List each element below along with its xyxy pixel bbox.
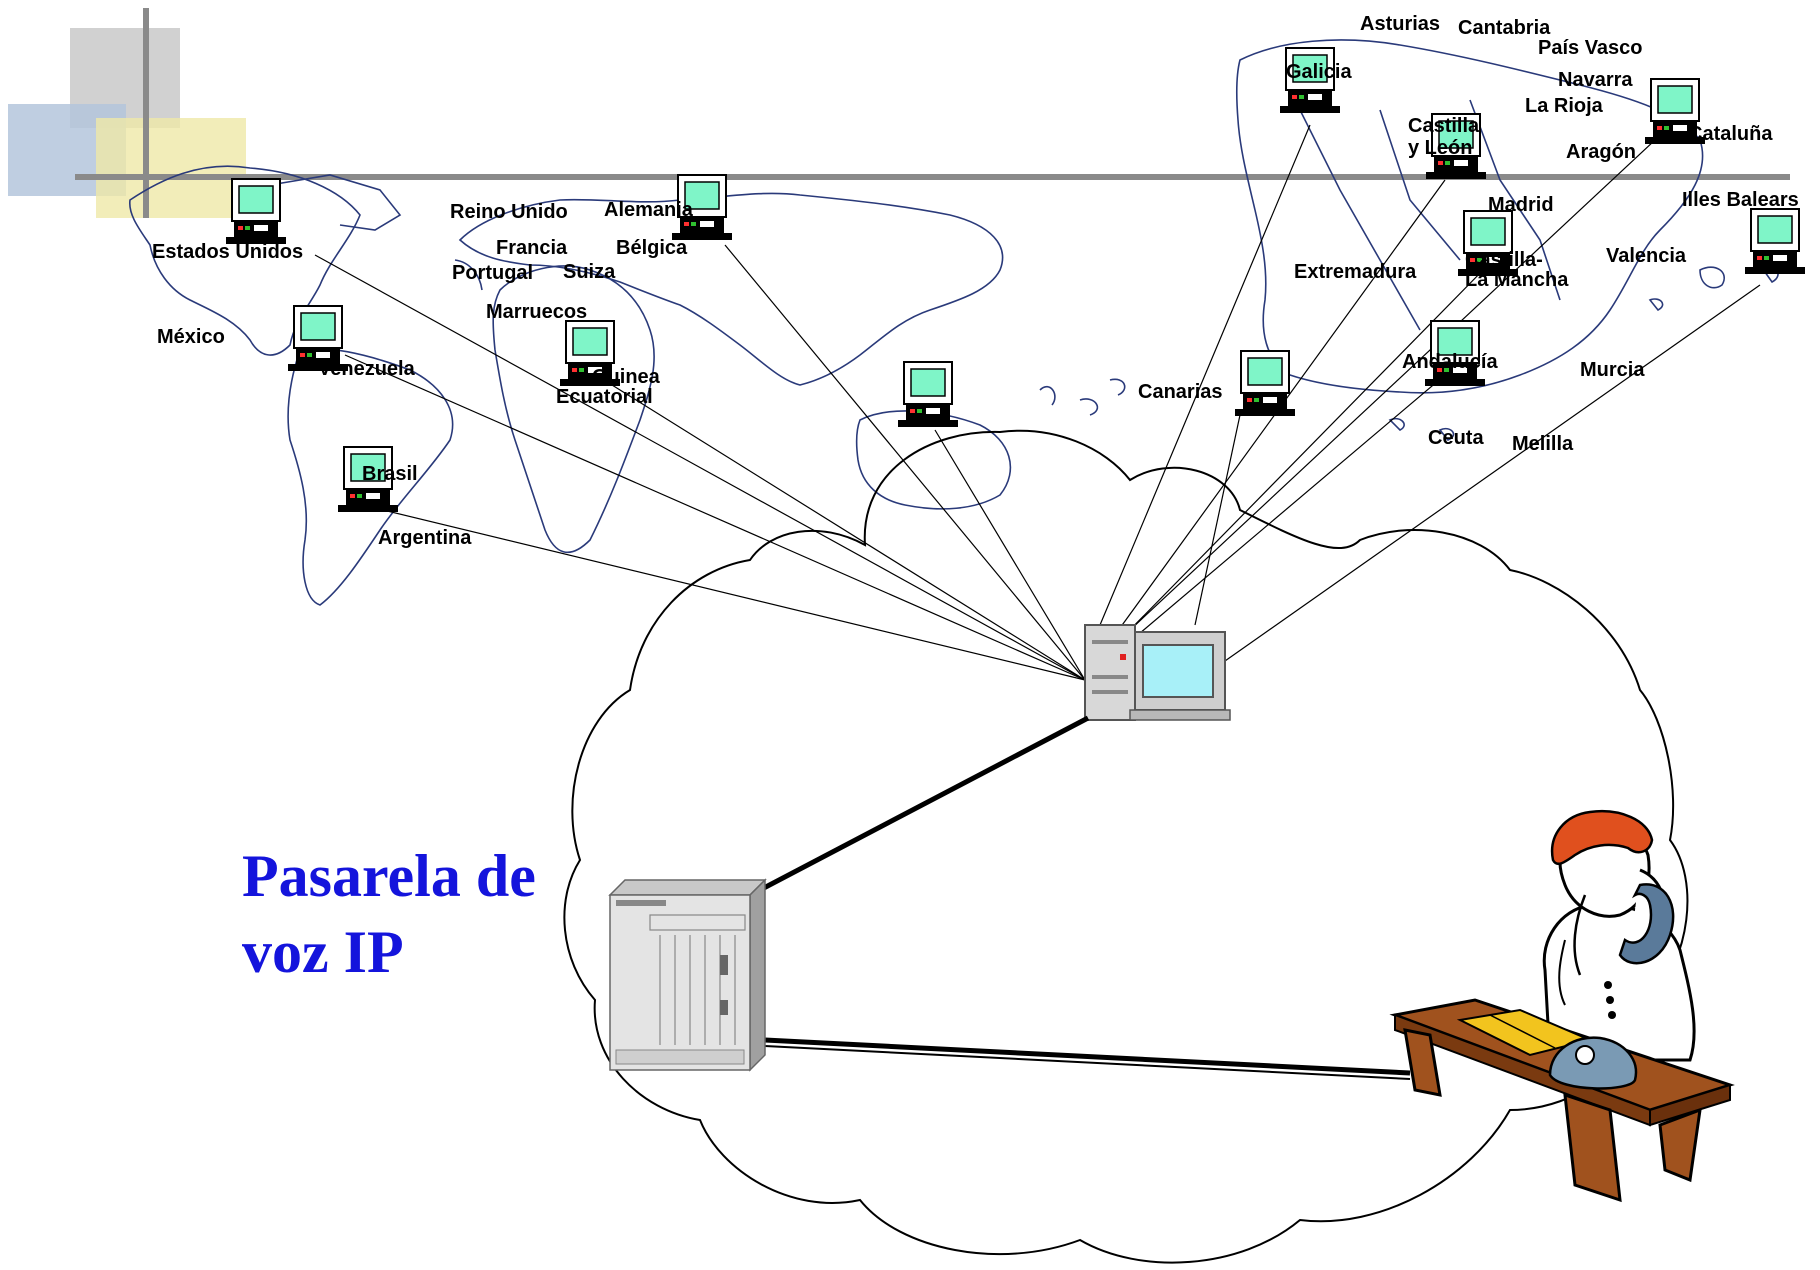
label-cantabria: Cantabria bbox=[1458, 17, 1551, 39]
label-navarra: Navarra bbox=[1558, 69, 1633, 91]
world-map bbox=[129, 39, 1779, 606]
office-desk bbox=[1389, 998, 1735, 1203]
label-castilla-mancha-2: La Mancha bbox=[1465, 269, 1569, 291]
label-extremadura: Extremadura bbox=[1294, 261, 1417, 283]
voip-gateway-rack bbox=[608, 878, 767, 1072]
label-ecuatorial: Ecuatorial bbox=[556, 386, 653, 408]
label-reino-unido: Reino Unido bbox=[450, 201, 568, 223]
label-castilla-leon-2: y León bbox=[1408, 137, 1473, 159]
label-illes-balears: Illes Balears bbox=[1682, 189, 1799, 211]
label-brasil: Brasil bbox=[362, 463, 418, 485]
terminal-estados-unidos bbox=[225, 178, 287, 245]
caption-line-2: voz IP bbox=[242, 919, 404, 985]
ip-network-cloud bbox=[563, 429, 1689, 1264]
label-belgica: Bélgica bbox=[616, 237, 688, 259]
label-mexico: México bbox=[157, 326, 225, 348]
label-marruecos: Marruecos bbox=[486, 301, 588, 323]
label-aragon: Aragón bbox=[1566, 141, 1636, 163]
caption-line-1: Pasarela de bbox=[242, 843, 536, 909]
label-pais-vasco: País Vasco bbox=[1538, 37, 1643, 59]
label-alemania: Alemania bbox=[604, 199, 693, 221]
label-asturias: Asturias bbox=[1360, 13, 1441, 35]
label-suiza: Suiza bbox=[563, 261, 616, 283]
label-francia: Francia bbox=[496, 237, 568, 259]
label-venezuela: Venezuela bbox=[318, 358, 415, 380]
central-server bbox=[1084, 624, 1231, 721]
label-andalucia: Andalucía bbox=[1402, 351, 1498, 373]
label-la-rioja: La Rioja bbox=[1525, 95, 1603, 117]
label-murcia: Murcia bbox=[1580, 359, 1645, 381]
label-madrid: Madrid bbox=[1488, 194, 1554, 216]
label-cataluna: Cataluña bbox=[1688, 123, 1773, 145]
label-castilla-mancha-1: Castilla- bbox=[1465, 249, 1543, 271]
network-links bbox=[314, 124, 1761, 681]
person-on-phone bbox=[1542, 810, 1696, 1062]
gateway-caption: Pasarela de voz IP bbox=[242, 838, 536, 990]
world-terminals bbox=[225, 174, 959, 513]
label-melilla: Melilla bbox=[1512, 433, 1574, 455]
label-ceuta: Ceuta bbox=[1428, 427, 1484, 449]
label-galicia: Galicia bbox=[1286, 61, 1352, 83]
label-castilla-leon-1: Castilla bbox=[1408, 115, 1480, 137]
label-argentina: Argentina bbox=[378, 527, 472, 549]
label-portugal: Portugal bbox=[452, 262, 534, 284]
label-estados-unidos: Estados Unidos bbox=[152, 241, 304, 263]
terminal-illes-balears bbox=[1744, 208, 1806, 275]
label-guinea: Guinea bbox=[592, 366, 660, 388]
label-valencia: Valencia bbox=[1606, 245, 1687, 267]
slide-decoration bbox=[8, 8, 1790, 218]
spain-terminals bbox=[1234, 47, 1806, 417]
label-canarias: Canarias bbox=[1138, 381, 1223, 403]
terminal-australia bbox=[897, 361, 959, 428]
gateway-links bbox=[758, 715, 1411, 1080]
terminal-canarias bbox=[1234, 350, 1296, 417]
